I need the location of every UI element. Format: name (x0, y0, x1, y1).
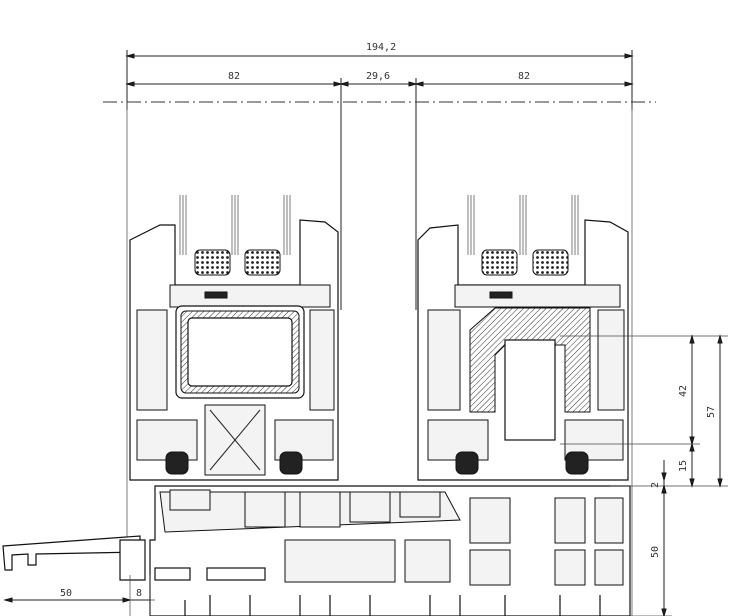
dim-left-sash: 82 (228, 71, 240, 82)
left-sash-profile (129, 219, 339, 481)
sill-extension (2, 535, 155, 601)
right-dimensions: 42 57 15 2 50 (560, 334, 728, 616)
dim-height-42: 42 (678, 385, 689, 397)
right-sash-profile (417, 219, 629, 481)
threshold-frame (149, 485, 631, 616)
dim-overall-width: 194,2 (366, 42, 396, 53)
dim-height-50: 50 (650, 546, 661, 558)
bottom-dimensions: 50 8 (3, 575, 151, 616)
dim-bottom-50: 50 (60, 588, 72, 599)
dim-middle-gap: 29,6 (366, 71, 390, 82)
dim-height-57: 57 (706, 406, 717, 418)
dim-bottom-8: 8 (136, 588, 142, 599)
top-dimensions: 194,2 82 29,6 82 (103, 42, 656, 616)
dim-right-sash: 82 (518, 71, 530, 82)
dim-height-2: 2 (650, 482, 661, 488)
glass-panes (179, 195, 579, 255)
dim-height-15: 15 (678, 460, 689, 472)
